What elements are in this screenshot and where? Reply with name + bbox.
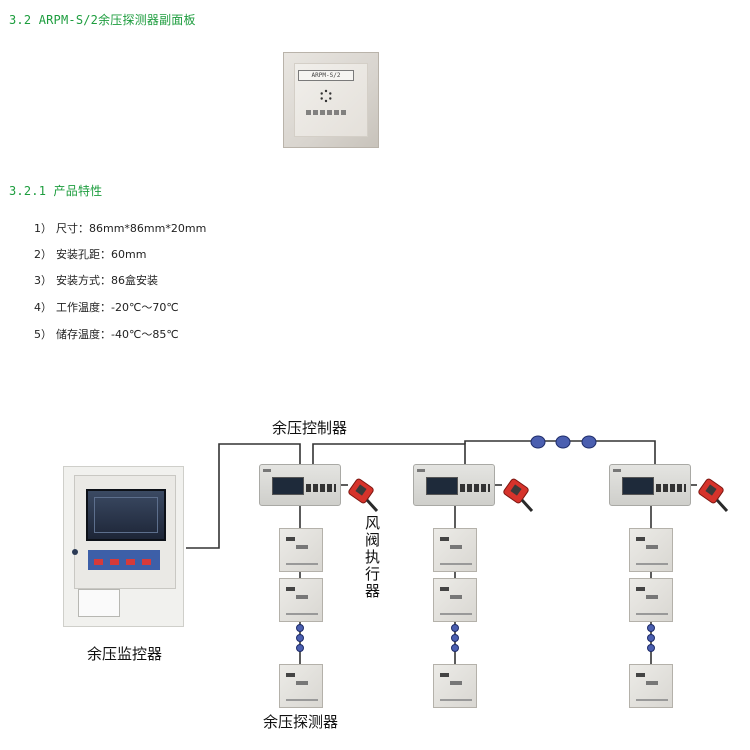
bus-node: [647, 644, 655, 652]
panel-model-label: ARPM-S/2: [298, 70, 354, 81]
actuator-label: 风阀执行器: [365, 514, 381, 600]
bus-node: [647, 624, 655, 632]
property-item: 1）尺寸：86mm*86mm*20mm: [34, 222, 207, 235]
section-heading: 3.2 ARPM-S/2余压探测器副面板: [9, 13, 196, 27]
monitor-printer: [78, 589, 120, 617]
property-item: 2）安装孔距：60mm: [34, 248, 147, 261]
monitor-label: 余压监控器: [87, 645, 163, 663]
panel-status-leds: [306, 110, 346, 115]
residual-pressure-detector: [433, 528, 477, 572]
bus-node: [451, 634, 459, 642]
damper-actuator-icon: [348, 478, 379, 513]
residual-pressure-detector: [279, 578, 323, 622]
indicator-dots-icon: [320, 89, 332, 103]
property-item: 3）安装方式：86盒安装: [34, 274, 158, 287]
residual-pressure-detector: [629, 664, 673, 708]
bus-node: [530, 435, 546, 449]
bus-node: [451, 624, 459, 632]
residual-pressure-controller: [609, 464, 691, 506]
damper-actuator-icon: [698, 478, 729, 513]
residual-pressure-detector: [629, 528, 673, 572]
residual-pressure-controller: [259, 464, 341, 506]
sub-panel-photo: ARPM-S/2: [283, 52, 379, 148]
residual-pressure-detector: [433, 664, 477, 708]
bus-node: [581, 435, 597, 449]
controller-label: 余压控制器: [272, 419, 348, 437]
damper-actuator-icon: [503, 478, 534, 513]
bus-node: [451, 644, 459, 652]
subsection-heading: 3.2.1 产品特性: [9, 184, 103, 198]
bus-node: [296, 644, 304, 652]
residual-pressure-detector: [433, 578, 477, 622]
residual-pressure-detector: [629, 578, 673, 622]
property-item: 5）储存温度：-40℃～85℃: [34, 328, 179, 341]
residual-pressure-monitor: [63, 466, 184, 627]
residual-pressure-detector: [279, 528, 323, 572]
detector-label: 余压探测器: [263, 713, 339, 731]
monitor-screen: [86, 489, 166, 541]
residual-pressure-detector: [279, 664, 323, 708]
bus-node: [296, 624, 304, 632]
property-item: 4）工作温度：-20℃～70℃: [34, 301, 179, 314]
bus-node: [555, 435, 571, 449]
monitor-button-bar: [88, 550, 160, 570]
bus-node: [296, 634, 304, 642]
residual-pressure-controller: [413, 464, 495, 506]
bus-node: [647, 634, 655, 642]
